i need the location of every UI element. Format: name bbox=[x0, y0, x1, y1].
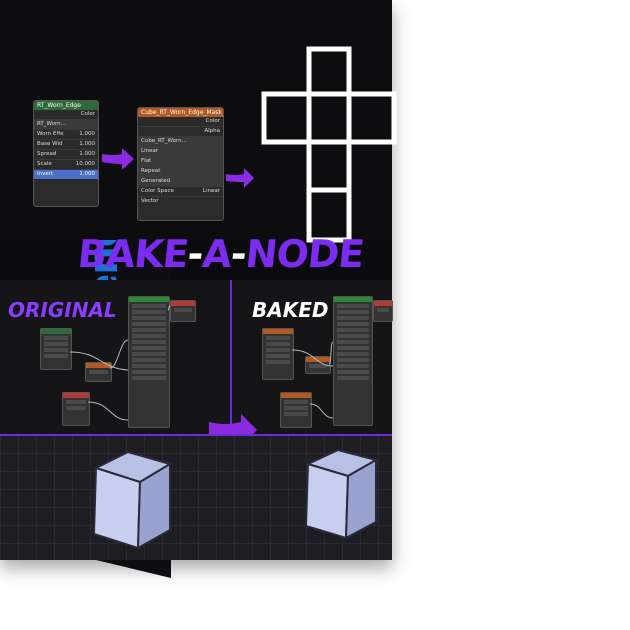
node-header: RT_Worn_Edge bbox=[34, 101, 98, 110]
color-space-value: Linear bbox=[202, 188, 220, 194]
option-projection: Flat bbox=[138, 156, 223, 166]
label-baked: BAKED bbox=[252, 298, 329, 322]
option-interpolation: Linear bbox=[138, 146, 223, 156]
image-file-name: Cube_RT_Worn... bbox=[141, 138, 187, 144]
box-front-cover: RT_Worn_Edge Color RT_Worn... Worn Effe 1… bbox=[0, 0, 397, 560]
node-row: Base Wid 1.000 bbox=[34, 139, 98, 149]
node-links bbox=[69, 305, 171, 421]
row-label: Invert bbox=[37, 171, 54, 177]
node-output-color: Color bbox=[205, 118, 220, 124]
node-output-color: Color bbox=[80, 111, 95, 117]
mini-node bbox=[62, 392, 90, 426]
mini-node bbox=[85, 362, 112, 382]
row-value: 1.000 bbox=[79, 171, 95, 177]
cover-title: BAKE-A-NODE bbox=[76, 232, 381, 276]
label-original: ORIGINAL bbox=[8, 298, 117, 322]
node-group-dropdown-label: RT_Worn... bbox=[37, 121, 66, 127]
node-group-dropdown: RT_Worn... bbox=[34, 119, 98, 129]
baked-uv-mask bbox=[261, 46, 397, 243]
node-row: Scale 10.000 bbox=[34, 159, 98, 169]
row-label: Spread bbox=[37, 151, 57, 157]
image-file-field: Cube_RT_Worn... bbox=[138, 136, 223, 146]
mini-node-output bbox=[170, 300, 196, 322]
arrow-right-icon bbox=[102, 148, 134, 170]
row-value: 1.000 bbox=[79, 151, 95, 157]
viewport-border bbox=[0, 434, 392, 436]
row-value: 1.000 bbox=[79, 141, 95, 147]
node-row: Worn Effe 1.000 bbox=[34, 129, 98, 139]
node-group-rt-worn-edge: RT_Worn_Edge Color RT_Worn... Worn Effe 1… bbox=[33, 100, 99, 207]
option-source: Generated bbox=[138, 176, 223, 186]
mini-node-bsdf bbox=[333, 296, 373, 426]
row-label: Scale bbox=[37, 161, 52, 167]
node-image-texture: Cube_RT_Worn_Edge_Mask_2048 Color Alpha … bbox=[137, 107, 224, 221]
node-output-alpha: Alpha bbox=[138, 126, 223, 136]
arrow-right-icon bbox=[226, 168, 254, 188]
row-value: 1.000 bbox=[79, 131, 95, 137]
mini-node bbox=[40, 328, 72, 370]
color-space-row: Color Space Linear bbox=[138, 186, 223, 196]
cube-baked bbox=[304, 448, 379, 540]
title-word-bake: BAKE bbox=[75, 232, 191, 276]
row-value: 10.000 bbox=[75, 161, 95, 167]
node-links bbox=[291, 341, 334, 419]
mini-node-image bbox=[280, 392, 312, 428]
node-row-selected: Invert 1.000 bbox=[34, 169, 98, 179]
mini-node-output bbox=[373, 300, 393, 322]
row-label: Worn Effe bbox=[37, 131, 64, 137]
title-word-node: NODE bbox=[243, 232, 366, 276]
mini-node-image bbox=[262, 328, 294, 380]
mini-node-bsdf bbox=[128, 296, 170, 428]
option-extension: Repeat bbox=[138, 166, 223, 176]
row-label: Base Wid bbox=[37, 141, 63, 147]
node-row: Spread 1.000 bbox=[34, 149, 98, 159]
cube-original bbox=[92, 450, 173, 550]
divider-line bbox=[230, 280, 232, 560]
color-space-label: Color Space bbox=[141, 188, 174, 194]
mini-node bbox=[305, 356, 331, 374]
node-header: Cube_RT_Worn_Edge_Mask_2048 bbox=[138, 108, 223, 117]
node-input-vector: Vector bbox=[138, 196, 223, 206]
